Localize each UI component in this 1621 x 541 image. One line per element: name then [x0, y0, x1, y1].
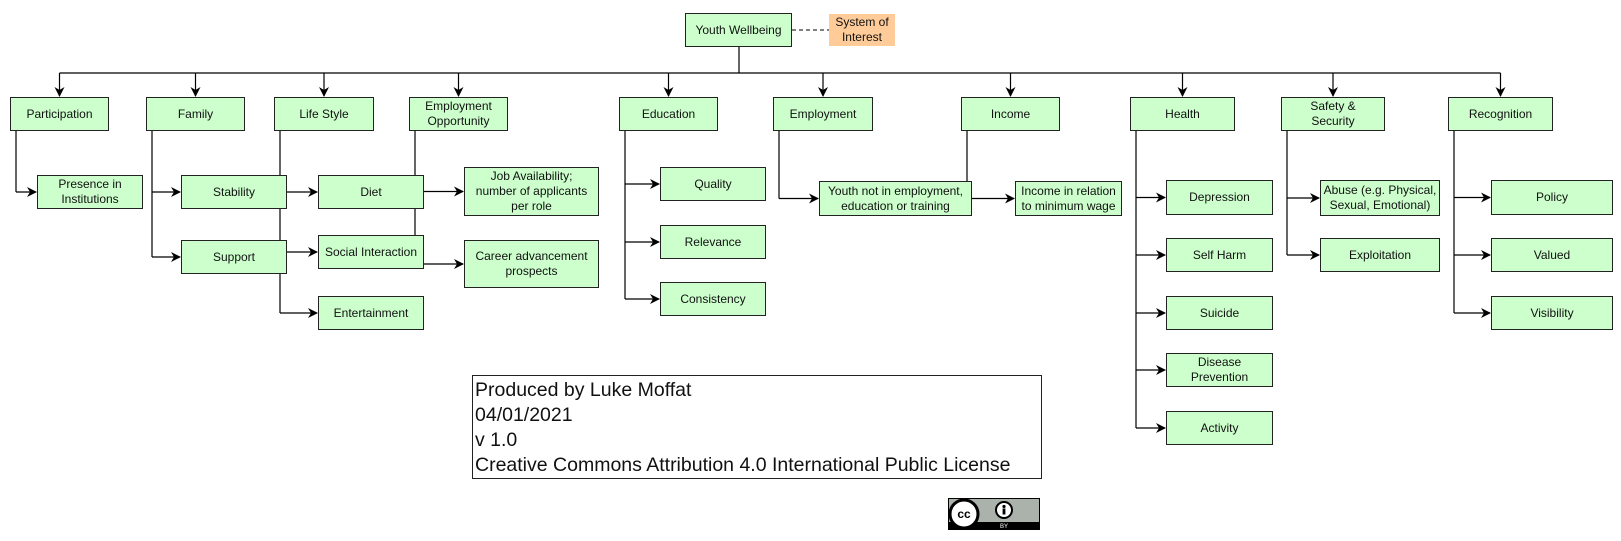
indicator-node-youth-not-in-employment-education-or-training[interactable]: Youth not in employment, education or tr… [819, 181, 972, 216]
indicator-node-disease-prevention[interactable]: Disease Prevention [1166, 353, 1273, 387]
indicator-node-visibility[interactable]: Visibility [1491, 296, 1613, 330]
by-text: BY [1000, 524, 1008, 530]
indicator-node-policy[interactable]: Policy [1491, 180, 1613, 215]
cc-text: cc [957, 507, 971, 521]
indicator-node-relevance[interactable]: Relevance [660, 225, 766, 259]
credits-version: v 1.0 [475, 429, 518, 451]
category-node-health[interactable]: Health [1130, 97, 1235, 131]
system-of-interest-label: System of Interest [829, 14, 895, 46]
category-node-participation[interactable]: Participation [10, 97, 109, 131]
credits-box: Produced by Luke Moffat 04/01/2021 v 1.0… [472, 375, 1042, 479]
indicator-node-self-harm[interactable]: Self Harm [1166, 238, 1273, 272]
category-node-family[interactable]: Family [146, 97, 245, 131]
category-node-income[interactable]: Income [961, 97, 1060, 131]
category-node-education[interactable]: Education [619, 97, 718, 131]
indicator-node-exploitation[interactable]: Exploitation [1320, 238, 1440, 272]
indicator-node-social-interaction[interactable]: Social Interaction [318, 235, 424, 269]
indicator-node-job-availability-number-of-applicants-per-role[interactable]: Job Availability; number of applicants p… [464, 167, 599, 216]
indicator-node-presence-in-institutions[interactable]: Presence in Institutions [37, 175, 143, 209]
category-node-recognition[interactable]: Recognition [1448, 97, 1553, 131]
indicator-node-support[interactable]: Support [181, 240, 287, 274]
credits-license: Creative Commons Attribution 4.0 Interna… [475, 454, 1011, 476]
root-node-youth-wellbeing[interactable]: Youth Wellbeing [685, 13, 792, 47]
indicator-node-abuse-e-g-physical-sexual-emotional[interactable]: Abuse (e.g. Physical, Sexual, Emotional) [1320, 180, 1440, 216]
indicator-node-activity[interactable]: Activity [1166, 411, 1273, 445]
indicator-node-depression[interactable]: Depression [1166, 180, 1273, 215]
category-node-employment-opportunity[interactable]: Employment Opportunity [409, 97, 508, 131]
credits-author: Produced by Luke Moffat [475, 379, 692, 401]
indicator-node-stability[interactable]: Stability [181, 175, 287, 209]
indicator-node-suicide[interactable]: Suicide [1166, 296, 1273, 330]
credits-date: 04/01/2021 [475, 404, 573, 426]
indicator-node-entertainment[interactable]: Entertainment [318, 296, 424, 330]
indicator-node-career-advancement-prospects[interactable]: Career advancement prospects [464, 240, 599, 288]
indicator-node-consistency[interactable]: Consistency [660, 282, 766, 316]
cc-circle [948, 498, 980, 530]
indicator-node-income-in-relation-to-minimum-wage[interactable]: Income in relation to minimum wage [1015, 181, 1122, 216]
cc-by-icon[interactable]: cc BY [948, 498, 1040, 530]
indicator-node-valued[interactable]: Valued [1491, 238, 1613, 272]
category-node-life-style[interactable]: Life Style [274, 97, 374, 131]
indicator-node-diet[interactable]: Diet [318, 175, 424, 209]
category-node-safety-security[interactable]: Safety & Security [1281, 97, 1385, 131]
category-node-employment[interactable]: Employment [773, 97, 873, 131]
indicator-node-quality[interactable]: Quality [660, 167, 766, 201]
